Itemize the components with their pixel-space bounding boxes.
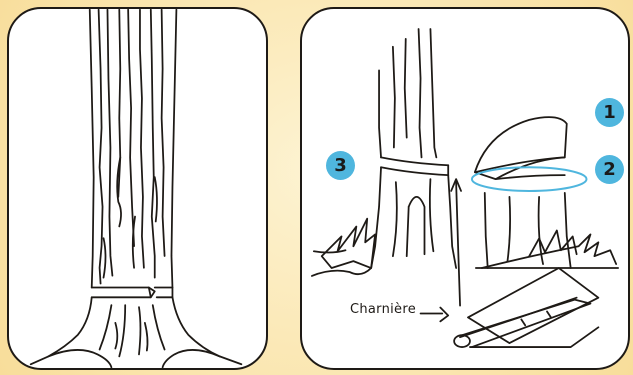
- felling-cut-panel: Charnière: [300, 7, 630, 370]
- hinge-label: Charnière: [350, 302, 417, 317]
- step-3-badge: 3: [326, 151, 355, 180]
- tree-trunk-panel: [7, 7, 268, 370]
- step-1-badge: 1: [595, 98, 624, 127]
- felling-cut-illustration: [310, 28, 620, 348]
- tree-trunk-illustration: [29, 9, 243, 368]
- step-2-badge: 2: [595, 155, 624, 184]
